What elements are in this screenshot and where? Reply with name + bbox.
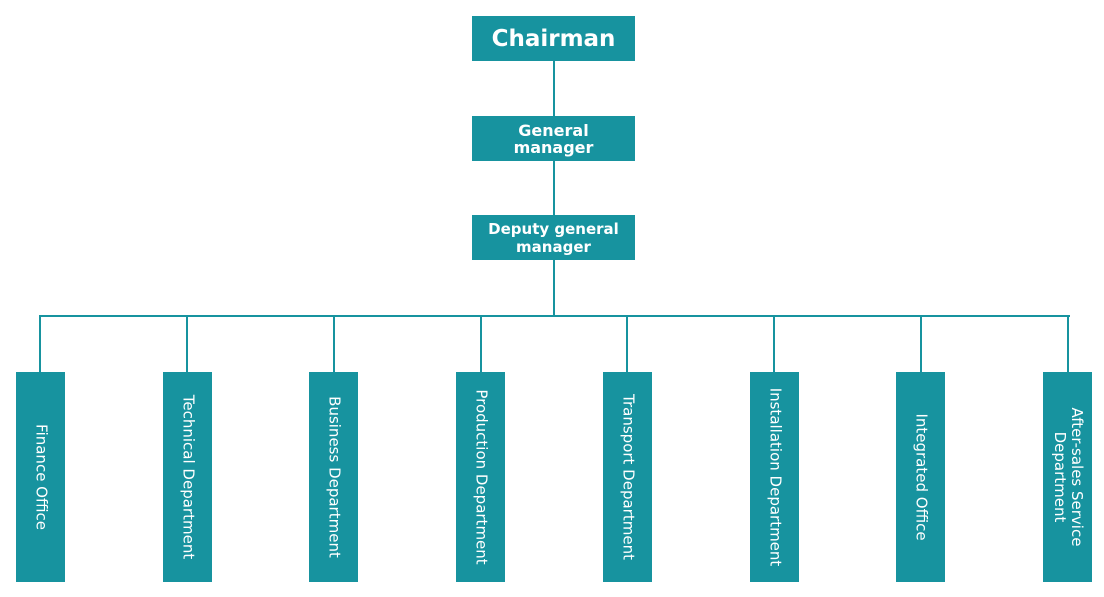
department-label: Finance Office [32,424,50,530]
department-label: Production Department [472,389,490,565]
connector-drop [920,315,922,372]
department-installation: Installation Department [750,372,799,582]
department-integrated-office: Integrated Office [896,372,945,582]
department-production: Production Department [456,372,505,582]
deputy-general-manager-label: Deputy general manager [488,219,619,256]
department-label: Integrated Office [912,413,930,541]
department-technical: Technical Department [163,372,212,582]
general-manager-label: General manager [513,120,594,157]
general-manager-box: General manager [472,116,635,161]
connector-drop [626,315,628,372]
connector-drop [773,315,775,372]
connector-chairman-gm [553,61,555,116]
connector-drop [480,315,482,372]
chairman-box: Chairman [472,16,635,61]
department-label: Transport Department [619,394,637,560]
department-label: After-sales Service Department [1050,407,1086,547]
connector-drop [333,315,335,372]
department-label: Technical Department [179,394,197,560]
department-transport: Transport Department [603,372,652,582]
department-finance-office: Finance Office [16,372,65,582]
deputy-general-manager-box: Deputy general manager [472,215,635,260]
connector-dgm-bus [553,260,555,316]
connector-gm-dgm [553,161,555,215]
connector-drop [186,315,188,372]
connector-drop [39,315,41,372]
chairman-label: Chairman [491,25,616,52]
department-label: Business Department [325,396,343,558]
connector-department-bus [39,315,1070,317]
department-after-sales-service: After-sales Service Department [1043,372,1092,582]
department-label: Installation Department [766,387,784,567]
connector-drop [1067,315,1069,372]
department-business: Business Department [309,372,358,582]
